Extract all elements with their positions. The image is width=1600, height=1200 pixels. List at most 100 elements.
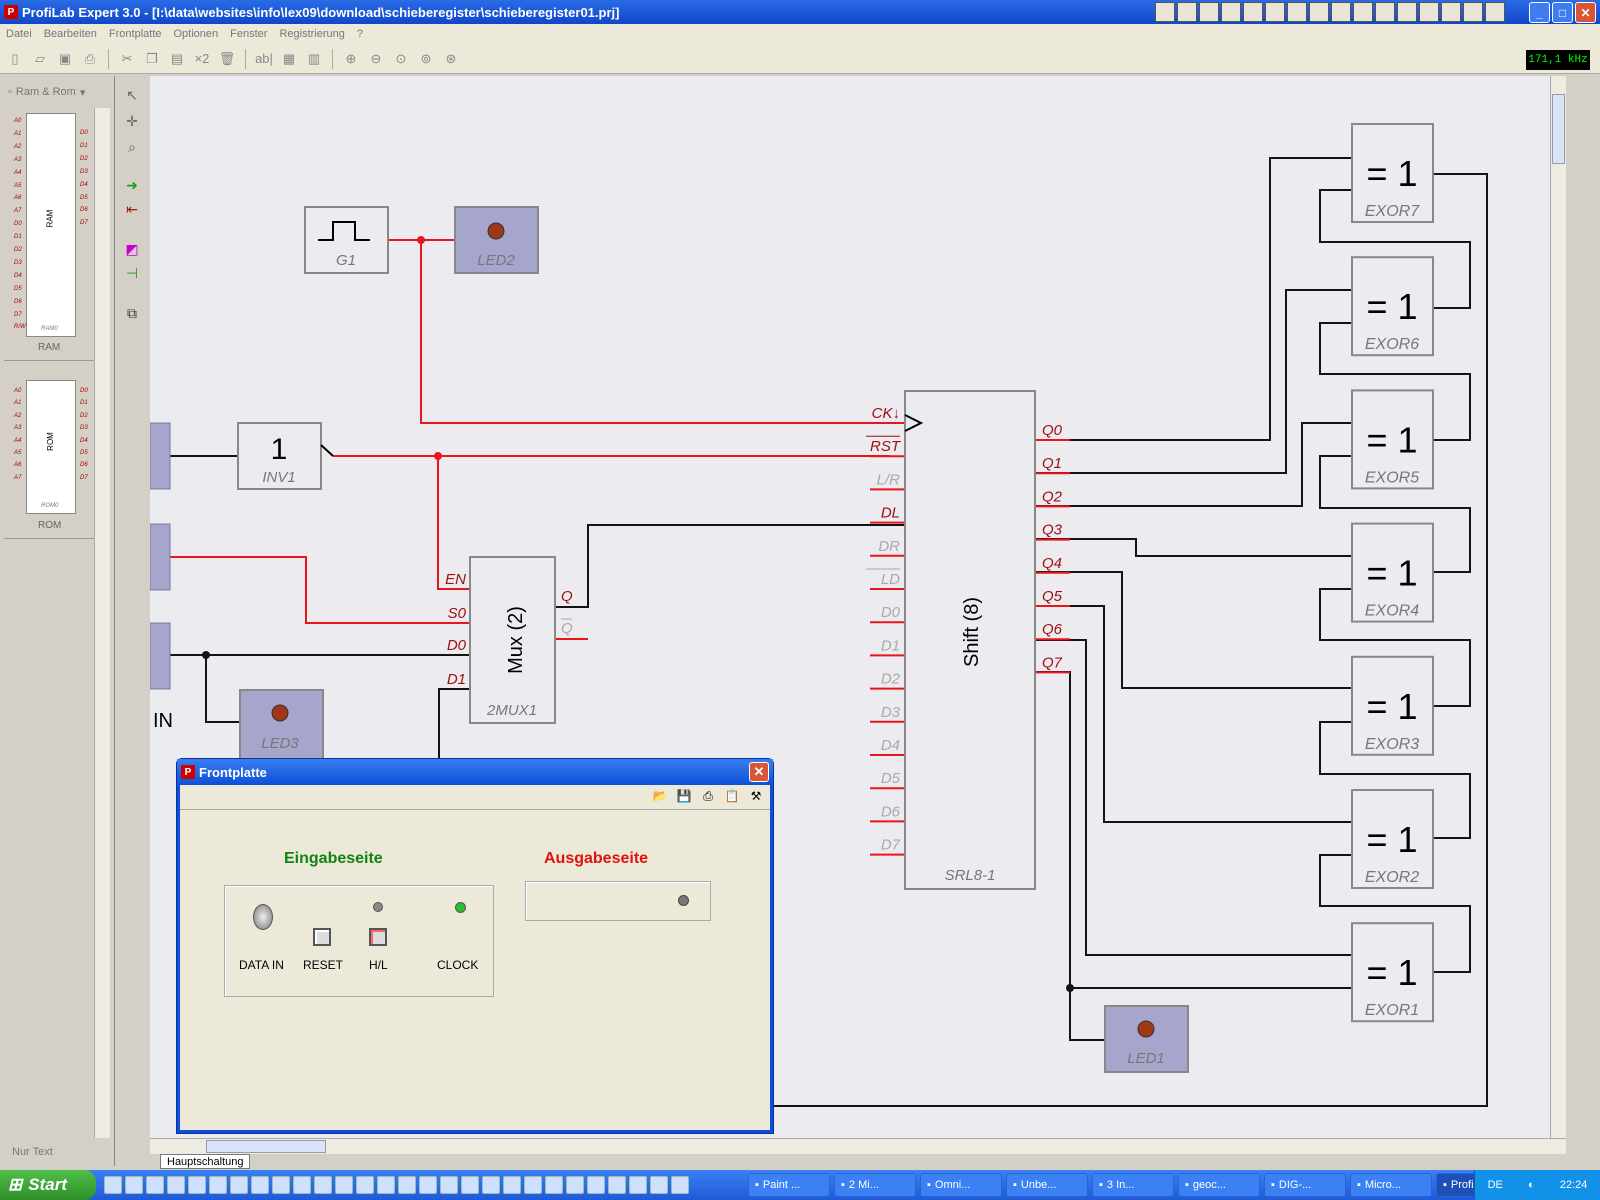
quicklaunch-icon[interactable]	[461, 1176, 479, 1194]
rom-component[interactable]: ROM ROM0	[26, 380, 76, 514]
menu-help[interactable]: ?	[356, 28, 363, 40]
tray-icon[interactable]: ◐	[1528, 1179, 1535, 1191]
canvas-vertical-scrollbar[interactable]	[1550, 76, 1566, 1138]
quicklaunch-icon[interactable]	[293, 1176, 311, 1194]
menu-registrierung[interactable]: Registrierung	[279, 28, 345, 40]
delete-icon[interactable]: 🗑	[218, 50, 236, 66]
select-arrow-icon[interactable]: ↖	[126, 86, 138, 103]
hl-button[interactable]	[369, 928, 387, 946]
quicklaunch-icon[interactable]	[482, 1176, 500, 1194]
shortcut-icon[interactable]	[1265, 2, 1285, 22]
save-icon[interactable]: ▣	[58, 50, 72, 66]
arrow-right-icon[interactable]: ➜	[126, 176, 138, 193]
shortcut-icon[interactable]	[1419, 2, 1439, 22]
ram-component[interactable]: RAM RAM0	[26, 113, 76, 337]
paste-icon[interactable]: ▤	[170, 50, 184, 66]
quicklaunch-icon[interactable]	[251, 1176, 269, 1194]
maximize-button[interactable]: □	[1552, 2, 1573, 23]
menu-fenster[interactable]: Fenster	[230, 28, 268, 40]
library-scrollbar[interactable]	[94, 108, 110, 1138]
quicklaunch-icon[interactable]	[377, 1176, 395, 1194]
quicklaunch-icon[interactable]	[209, 1176, 227, 1194]
multiplexer-2mux1[interactable]: Mux (2) 2MUX1 EN S0 D0 D1 Q Q	[445, 556, 573, 724]
shortcut-icon[interactable]	[1221, 2, 1241, 22]
arrow-left-icon[interactable]: ⇤	[126, 200, 138, 217]
quicklaunch-icon[interactable]	[566, 1176, 584, 1194]
zoom-in-icon[interactable]: ⊕	[345, 50, 357, 66]
table-icon[interactable]: ▥	[307, 50, 321, 66]
scroll-thumb[interactable]	[1552, 94, 1565, 164]
tab-hauptschaltung[interactable]: Hauptschaltung	[160, 1154, 251, 1169]
taskbar-task-button[interactable]: ▪Micro...	[1350, 1173, 1432, 1197]
quicklaunch-icon[interactable]	[545, 1176, 563, 1194]
quicklaunch-icon[interactable]	[335, 1176, 353, 1194]
quicklaunch-icon[interactable]	[146, 1176, 164, 1194]
taskbar-task-button[interactable]: ▪DIG-...	[1264, 1173, 1346, 1197]
quicklaunch-icon[interactable]	[398, 1176, 416, 1194]
connector-icon[interactable]: ⊣	[125, 264, 139, 281]
clock-generator-g1[interactable]: G1	[304, 206, 389, 274]
quicklaunch-icon[interactable]	[230, 1176, 248, 1194]
quicklaunch-icon[interactable]	[629, 1176, 647, 1194]
new-icon[interactable]: ▯	[11, 50, 19, 66]
shortcut-icon[interactable]	[1155, 2, 1175, 22]
taskbar-task-button[interactable]: ▪Omni...	[920, 1173, 1002, 1197]
cut-icon[interactable]: ✂	[121, 50, 133, 66]
quicklaunch-icon[interactable]	[671, 1176, 689, 1194]
open-icon[interactable]: ▱	[35, 50, 45, 66]
quicklaunch-icon[interactable]	[587, 1176, 605, 1194]
reset-button[interactable]	[313, 928, 331, 946]
menu-bearbeiten[interactable]: Bearbeiten	[43, 28, 97, 40]
taskbar-task-button[interactable]: ▪geoc...	[1178, 1173, 1260, 1197]
quicklaunch-icon[interactable]	[503, 1176, 521, 1194]
language-indicator[interactable]: DE	[1487, 1179, 1503, 1191]
quicklaunch-icon[interactable]	[167, 1176, 185, 1194]
scroll-thumb[interactable]	[206, 1140, 326, 1153]
shortcut-icon[interactable]	[1177, 2, 1197, 22]
text-tool-button[interactable]: ab|	[255, 51, 273, 66]
zoom-all-icon[interactable]: ⊛	[445, 50, 457, 66]
led3-component[interactable]: LED3	[239, 689, 324, 761]
led1-component[interactable]: LED1	[1104, 1005, 1189, 1073]
tools-icon[interactable]: ⚒	[750, 789, 762, 803]
shortcut-icon[interactable]	[1353, 2, 1373, 22]
zoom-out-icon[interactable]: ⊖	[370, 50, 382, 66]
shortcut-icon[interactable]	[1463, 2, 1483, 22]
shortcut-icon[interactable]	[1485, 2, 1505, 22]
zoom-fit-icon[interactable]: ⊙	[395, 50, 407, 66]
shortcut-icon[interactable]	[1309, 2, 1329, 22]
quicklaunch-icon[interactable]	[314, 1176, 332, 1194]
taskbar-task-button[interactable]: ▪2 Mi...	[834, 1173, 916, 1197]
shortcut-icon[interactable]	[1397, 2, 1417, 22]
taskbar-task-button[interactable]: ▪3 In...	[1092, 1173, 1174, 1197]
print-icon[interactable]: ⎙	[703, 788, 713, 803]
quicklaunch-icon[interactable]	[608, 1176, 626, 1194]
input-terminal[interactable]	[150, 523, 171, 591]
print-icon[interactable]: ⎙	[84, 50, 96, 66]
library-category-dropdown[interactable]: ▫Ram & Rom▾	[4, 82, 104, 102]
magnifier-icon[interactable]: ⌕	[128, 138, 136, 155]
crosshair-icon[interactable]: ✛	[126, 112, 138, 129]
quicklaunch-icon[interactable]	[524, 1176, 542, 1194]
data-in-toggle-switch[interactable]	[253, 904, 273, 930]
quicklaunch-icon[interactable]	[188, 1176, 206, 1194]
shift-register-srl8-1[interactable]: Shift (8) SRL8-1 CK↓RSTL/RDLDRLDD0D1D2D3…	[866, 390, 1070, 890]
led2-component[interactable]: LED2	[454, 206, 539, 274]
quicklaunch-icon[interactable]	[272, 1176, 290, 1194]
copy-icon[interactable]: ❐	[146, 50, 158, 66]
menu-datei[interactable]: Datei	[6, 28, 32, 40]
minimize-button[interactable]: _	[1529, 2, 1550, 23]
input-terminal[interactable]	[150, 422, 171, 490]
menu-frontplatte[interactable]: Frontplatte	[108, 28, 162, 40]
shortcut-icon[interactable]	[1441, 2, 1461, 22]
quicklaunch-icon[interactable]	[104, 1176, 122, 1194]
quicklaunch-icon[interactable]	[419, 1176, 437, 1194]
label-tool-icon[interactable]: ◩	[125, 240, 139, 257]
